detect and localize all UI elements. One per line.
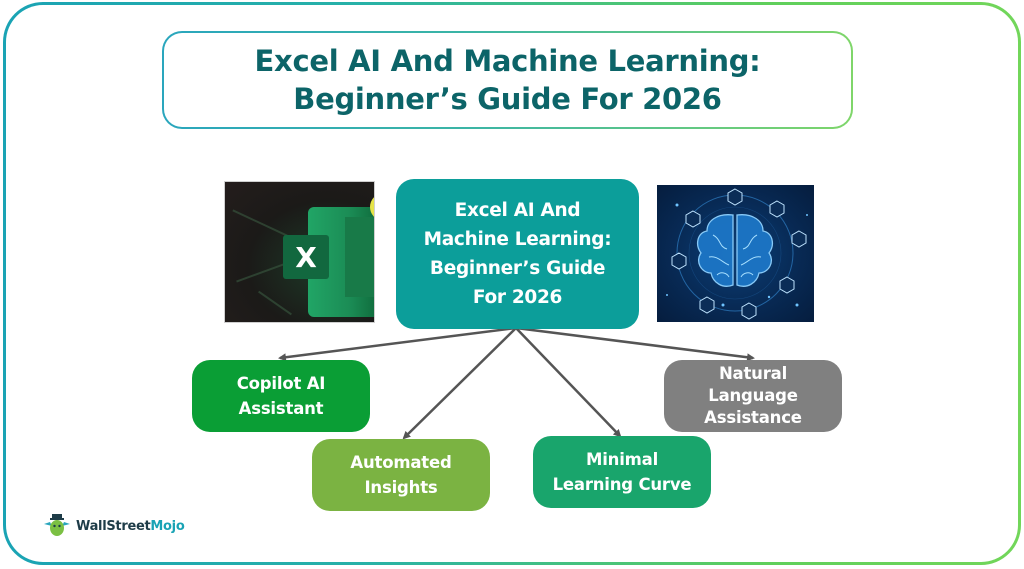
- node-automated-insights: Automated Insights: [312, 439, 490, 511]
- logo-text-mojo: Mojo: [150, 518, 185, 534]
- yellow-accent-shape: [370, 194, 374, 220]
- page-title-line-1: Excel AI And Machine Learning:: [254, 44, 761, 78]
- ai-brain-image: [657, 185, 814, 322]
- node-copilot-ai-assistant: Copilot AI Assistant: [192, 360, 370, 432]
- center-node: Excel AI And Machine Learning: Beginner’…: [396, 179, 639, 329]
- excel-x-icon: X: [283, 235, 329, 279]
- page-title-line-2: Beginner’s Guide For 2026: [293, 82, 722, 116]
- node-natural-language-assistance: Natural Language Assistance: [664, 360, 842, 432]
- excel-image: X: [224, 181, 375, 323]
- center-node-line-4: For 2026: [472, 287, 563, 308]
- wallstreetmojo-logo: WallStreetMojo: [42, 514, 185, 538]
- title-box: Excel AI And Machine Learning: Beginner’…: [162, 31, 853, 129]
- center-node-line-2: Machine Learning:: [423, 229, 612, 250]
- center-node-line-3: Beginner’s Guide: [429, 258, 606, 279]
- mascot-icon: [44, 514, 70, 536]
- center-node-line-1: Excel AI And: [454, 200, 581, 221]
- logo-text-wallstreet: WallStreet: [76, 518, 151, 534]
- node-minimal-learning-curve: Minimal Learning Curve: [533, 436, 711, 508]
- brain-circuit-icon: [666, 188, 808, 320]
